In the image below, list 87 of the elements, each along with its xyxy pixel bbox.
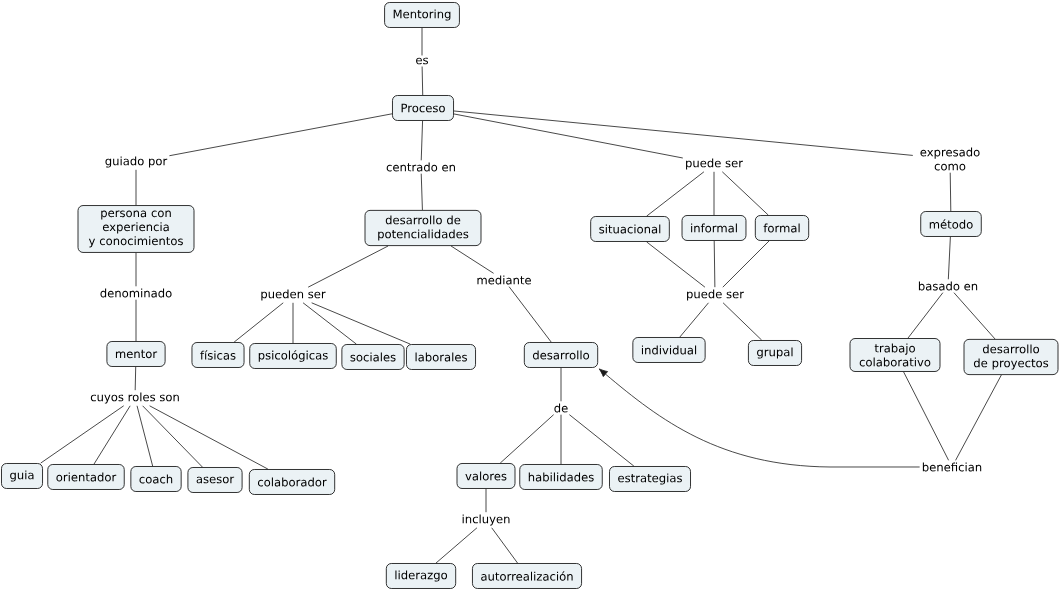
- connector-line: [560, 367, 562, 402]
- connector-line: [646, 171, 705, 217]
- connector-line: [135, 169, 137, 206]
- linking-phrase: expresado como: [920, 147, 980, 171]
- linking-phrase: cuyos roles son: [90, 392, 179, 404]
- concept-box: guia: [1, 463, 43, 489]
- connector-line: [302, 302, 357, 345]
- connector-line: [713, 171, 715, 216]
- concept-box: laborales: [406, 344, 476, 370]
- connector-line: [135, 252, 137, 287]
- concept-box: trabajo colaborativo: [849, 338, 941, 372]
- linking-phrase: puede ser: [687, 289, 744, 301]
- connector-line: [142, 405, 203, 468]
- connector-line: [453, 110, 914, 156]
- linking-phrase: basado en: [918, 281, 978, 291]
- connector-line: [499, 414, 555, 464]
- connector-line: [420, 173, 423, 211]
- linking-phrase: incluyen: [462, 514, 510, 526]
- concept-box: psicológicas: [249, 343, 337, 369]
- connector-line: [292, 302, 294, 344]
- concept-box: Proceso: [392, 95, 454, 121]
- connector-line: [420, 120, 423, 161]
- concept-box: individual: [632, 337, 706, 363]
- connector-line: [955, 374, 1002, 461]
- linking-phrase: denominado: [100, 288, 172, 298]
- connector-line: [679, 302, 709, 338]
- concept-box: mentor: [106, 341, 166, 367]
- connector-line: [421, 27, 423, 56]
- concept-box: valores: [456, 463, 516, 489]
- concept-box: orientador: [47, 464, 125, 490]
- connector-line: [135, 299, 137, 342]
- connector-line: [947, 236, 951, 280]
- concept-box: desarrollo de potencialidades: [364, 210, 482, 246]
- connector-line: [907, 292, 944, 339]
- linking-phrase: puede ser: [686, 158, 743, 170]
- concept-box: sociales: [341, 344, 405, 370]
- concept-box: Mentoring: [384, 2, 460, 28]
- linking-phrase: centrado en: [386, 162, 455, 172]
- connector-line: [40, 405, 125, 464]
- concept-box: formal: [754, 215, 810, 241]
- connector-line: [949, 172, 952, 212]
- connector-line: [453, 113, 684, 159]
- connector-line: [485, 488, 487, 513]
- concept-box: coach: [130, 466, 182, 492]
- concept-box: desarrollo: [523, 342, 599, 368]
- concept-box: método: [920, 211, 982, 237]
- concept-box: desarrollo de proyectos: [963, 339, 1059, 375]
- connector-line: [722, 240, 770, 288]
- connector-line: [953, 292, 996, 340]
- connector-line: [508, 286, 552, 343]
- connector-line: [233, 302, 284, 343]
- concept-box: persona con experiencia y conocimientos: [77, 205, 195, 253]
- connector-line: [307, 245, 389, 288]
- concept-box: liderazgo: [385, 563, 457, 589]
- connector-line: [646, 241, 706, 288]
- connector-line: [903, 371, 949, 461]
- concept-box: físicas: [191, 342, 245, 368]
- concept-box: colaborador: [248, 469, 336, 495]
- concept-box: autorrealización: [472, 563, 582, 589]
- concept-box: situacional: [590, 216, 670, 242]
- linking-phrase: guiado por: [105, 156, 168, 168]
- linking-phrase: pueden ser: [261, 289, 326, 301]
- curved-arrow: [598, 368, 921, 468]
- connector-line: [93, 405, 131, 465]
- connector-line: [450, 245, 494, 274]
- connector-line: [149, 405, 269, 470]
- connector-line: [560, 414, 562, 465]
- connector-line: [491, 527, 518, 564]
- concept-box: grupal: [748, 340, 802, 366]
- connector-line: [421, 66, 424, 96]
- connector-line: [569, 414, 635, 467]
- connector-line: [311, 302, 411, 345]
- linking-phrase: es: [416, 57, 428, 65]
- connector-line: [722, 302, 763, 341]
- linking-phrase: mediante: [477, 275, 531, 285]
- concept-box: asesor: [187, 467, 243, 493]
- concept-box: informal: [681, 215, 747, 241]
- connector-line: [169, 113, 393, 157]
- concept-box: habilidades: [519, 464, 603, 490]
- connector-line: [713, 240, 716, 288]
- connector-line: [435, 527, 478, 564]
- concept-box: estrategias: [609, 466, 691, 492]
- linking-phrase: benefician: [922, 462, 982, 472]
- connector-line: [134, 366, 137, 391]
- linking-phrase: de: [554, 403, 568, 413]
- connector-line: [136, 405, 154, 467]
- connector-line: [721, 171, 769, 216]
